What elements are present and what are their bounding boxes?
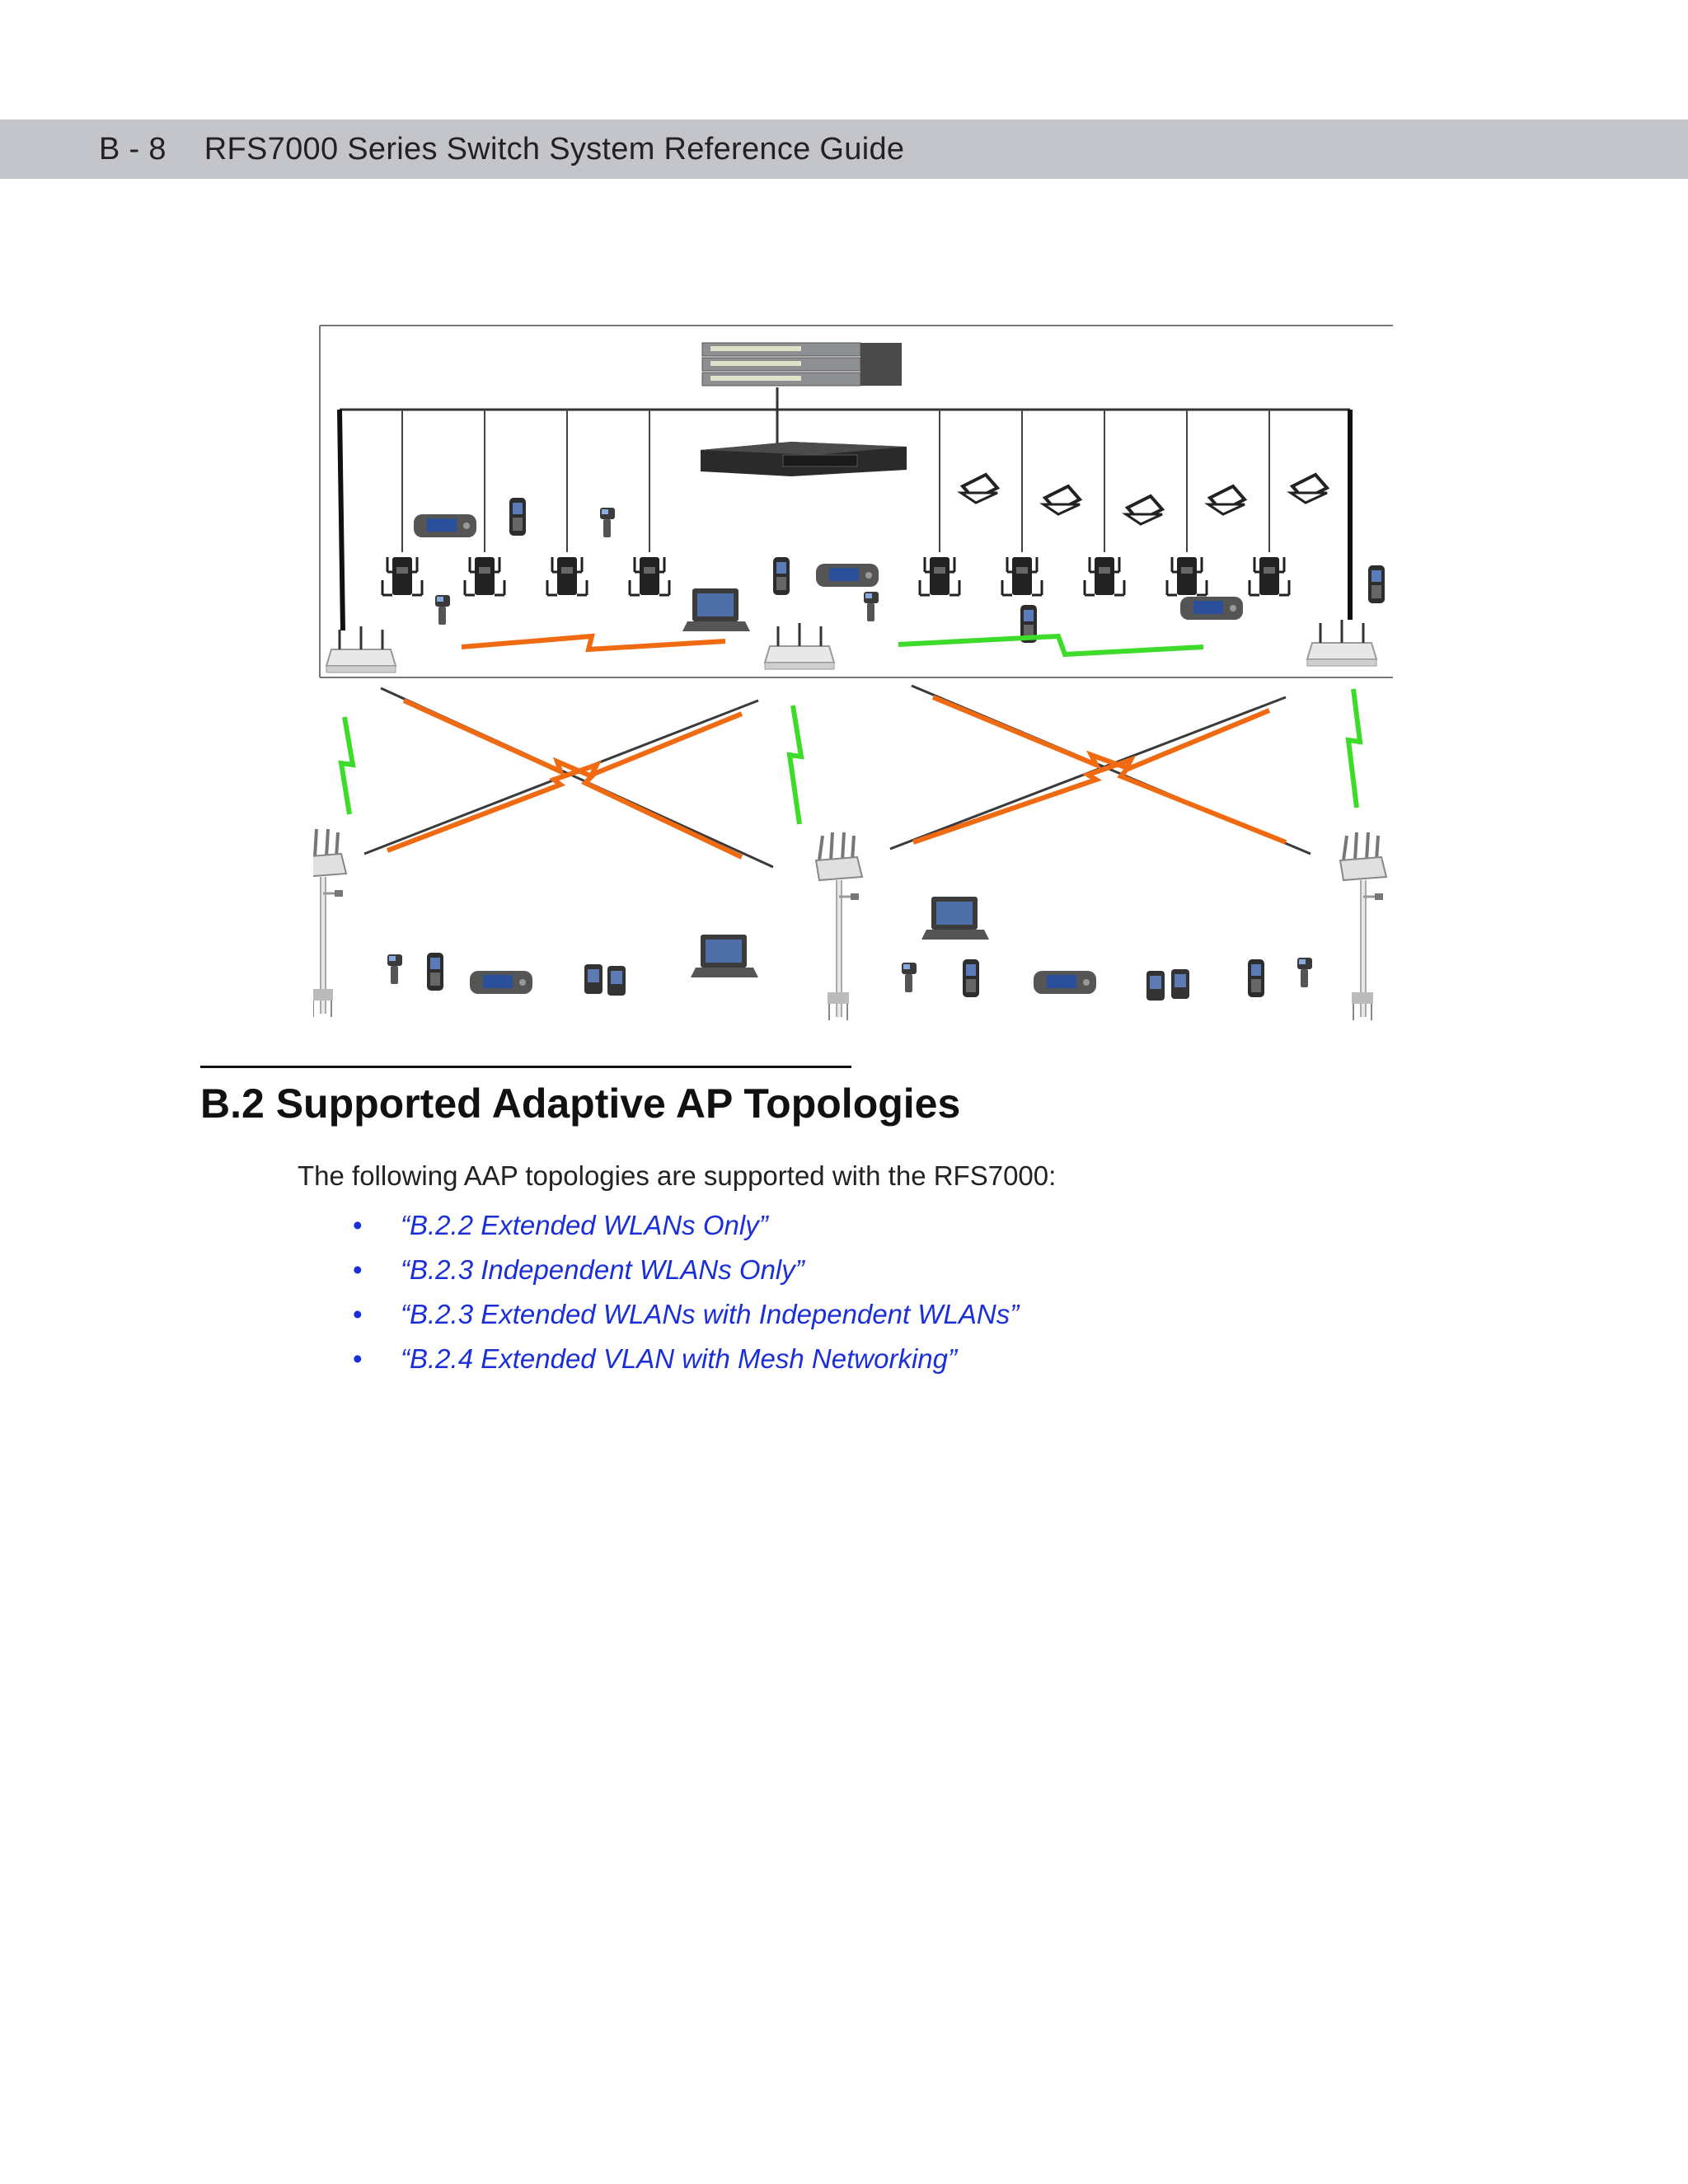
topology-link-list: • “B.2.2 Extended WLANs Only” • “B.2.3 Ind… [353, 1210, 1019, 1388]
rugged-tablet-icon [691, 935, 758, 977]
barcode-scanner-icon [387, 954, 402, 984]
mesh-links-right [889, 684, 1311, 855]
network-switch-icon [701, 342, 902, 387]
mesh-outdoor-ap-icon [313, 829, 346, 1017]
vehicle-terminal-icon [1034, 971, 1096, 994]
bullet-icon: • [353, 1343, 363, 1374]
mesh-links-left [363, 687, 774, 869]
header-band [0, 120, 1688, 179]
wireless-link-green [786, 705, 804, 825]
pda-icon [584, 964, 603, 994]
page-number: B - 8 [99, 132, 166, 166]
link-label[interactable]: “B.2.2 Extended WLANs Only” [401, 1210, 768, 1240]
access-point-icon [1083, 555, 1126, 597]
laptop-icon [1042, 485, 1081, 516]
pda-icon [1171, 969, 1189, 999]
pda-icon [607, 966, 626, 996]
document-title: RFS7000 Series Switch System Reference G… [204, 132, 905, 166]
wireless-link-green [898, 633, 1204, 658]
access-point-icon [325, 625, 397, 674]
mobile-computer-icon [1248, 959, 1264, 997]
mesh-outdoor-ap-icon [816, 832, 862, 1020]
barcode-scanner-icon [902, 963, 917, 992]
wireless-link-green [1345, 688, 1363, 808]
topology-link-extended-with-independent[interactable]: • “B.2.3 Extended WLANs with Independent … [353, 1299, 1019, 1343]
wireless-switch-icon [701, 442, 907, 476]
topology-link-extended-vlan-mesh[interactable]: • “B.2.4 Extended VLAN with Mesh Networki… [353, 1343, 1019, 1388]
barcode-scanner-icon [435, 595, 450, 625]
access-point-icon [381, 555, 424, 597]
access-point-icon [463, 555, 506, 597]
rugged-tablet-icon [682, 588, 750, 631]
pda-icon [1146, 971, 1165, 1001]
section-intro: The following AAP topologies are support… [298, 1160, 1057, 1191]
link-label[interactable]: “B.2.3 Extended WLANs with Independent W… [401, 1299, 1020, 1329]
barcode-scanner-icon [600, 508, 615, 537]
mobile-computer-icon [773, 557, 790, 595]
page-header: B - 8 RFS7000 Series Switch System Refere… [99, 132, 904, 167]
mobile-computer-icon [1368, 565, 1385, 603]
aap-topology-diagram [313, 325, 1393, 1022]
bullet-icon: • [353, 1299, 363, 1329]
vehicle-terminal-icon [414, 514, 476, 537]
access-point-icon [763, 621, 836, 671]
topology-link-extended-wlans[interactable]: • “B.2.2 Extended WLANs Only” [353, 1210, 1019, 1254]
access-point-icon [918, 555, 961, 597]
link-label[interactable]: “B.2.4 Extended VLAN with Mesh Networkin… [401, 1343, 957, 1374]
access-point-icon [1001, 555, 1043, 597]
ap-drop-lines [401, 410, 1270, 552]
rugged-tablet-icon [921, 897, 989, 940]
laptop-icon [1124, 494, 1164, 526]
bullet-icon: • [353, 1210, 363, 1240]
mobile-computer-icon [509, 498, 526, 536]
barcode-scanner-icon [1297, 958, 1312, 987]
barcode-scanner-icon [864, 592, 879, 621]
topology-link-independent-wlans[interactable]: • “B.2.3 Independent WLANs Only” [353, 1254, 1019, 1299]
access-point-icon [546, 555, 588, 597]
laptop-icon [1207, 485, 1246, 516]
wireless-link-green [338, 716, 356, 815]
access-point-icon [628, 555, 671, 597]
laptop-icon [959, 473, 999, 504]
bullet-icon: • [353, 1254, 363, 1285]
vehicle-terminal-icon [470, 971, 532, 994]
mobile-computer-icon [963, 959, 979, 997]
vehicle-terminal-icon [1180, 597, 1243, 620]
access-point-icon [1248, 555, 1291, 597]
link-label[interactable]: “B.2.3 Independent WLANs Only” [401, 1254, 804, 1285]
wireless-link-orange [461, 633, 726, 653]
left-ap-uplink [337, 409, 345, 631]
mobile-computer-icon [427, 953, 443, 991]
section-rule [200, 1066, 851, 1068]
access-point-icon [1165, 555, 1208, 597]
section-title: B.2 Supported Adaptive AP Topologies [200, 1080, 961, 1127]
access-point-icon [1306, 618, 1378, 668]
mesh-outdoor-ap-icon [1340, 832, 1386, 1020]
vehicle-terminal-icon [816, 564, 879, 587]
laptop-icon [1289, 473, 1329, 504]
